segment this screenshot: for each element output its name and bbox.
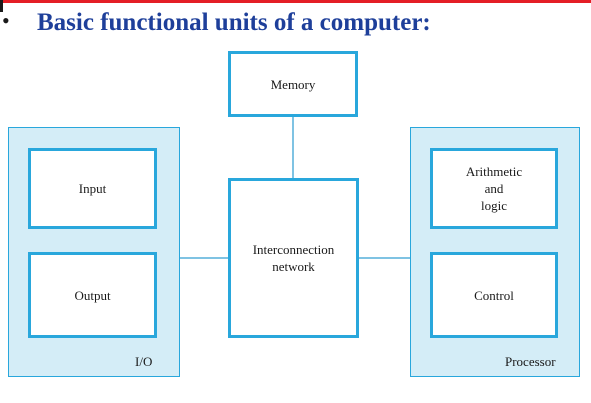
title-bullet: •	[2, 8, 10, 33]
memory-label: Memory	[270, 76, 316, 92]
input-box: Input	[28, 148, 157, 229]
alu-label: Arithmetic and logic	[465, 164, 523, 213]
io-connector	[180, 257, 229, 259]
io-group-label: I/O	[135, 354, 153, 369]
top-accent-rule	[0, 0, 591, 3]
alu-box: Arithmetic and logic	[430, 148, 558, 229]
interconnect-label: Interconnection network	[252, 242, 335, 274]
output-label: Output	[74, 287, 111, 303]
processor-connector	[359, 257, 411, 259]
input-label: Input	[78, 181, 107, 196]
memory-connector	[292, 117, 294, 178]
processor-group-label: Processor	[505, 354, 556, 369]
memory-box: Memory	[228, 51, 358, 117]
output-box: Output	[28, 252, 157, 338]
interconnect-box: Interconnection network	[228, 178, 359, 338]
slide-title: Basic functional units of a computer:	[37, 9, 431, 36]
control-label: Control	[474, 287, 514, 303]
control-box: Control	[430, 252, 558, 338]
corner-mark	[0, 0, 3, 12]
